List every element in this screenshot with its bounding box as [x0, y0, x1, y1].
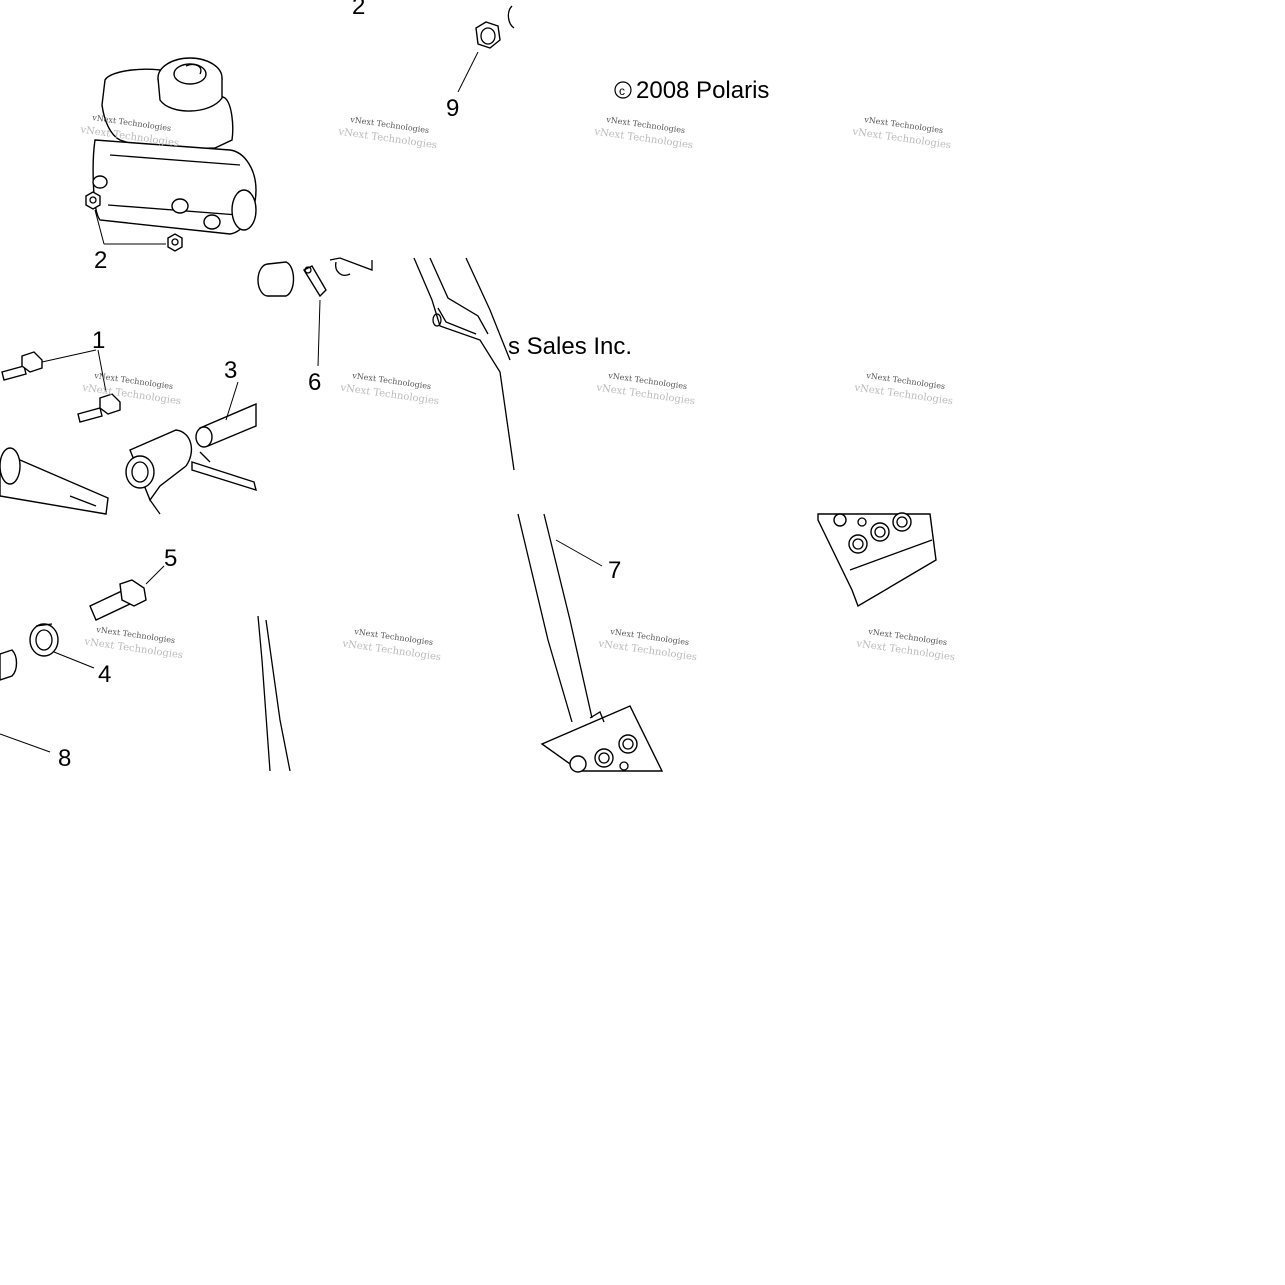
callout-8: 8: [58, 745, 71, 772]
bushing-and-clip: [257, 257, 515, 471]
master-cylinder: [85, 57, 257, 252]
callout-2-bottom: 2: [94, 247, 107, 274]
nut-assembly: [457, 5, 515, 93]
copyright-notice: c 2008 Polaris s Sales Inc.: [508, 77, 769, 360]
pedal-arm-lower: [257, 615, 291, 772]
copyright-icon: [614, 81, 632, 99]
copyright-icon-letter: c: [619, 84, 625, 98]
callout-3: 3: [224, 357, 237, 384]
callout-9: 9: [446, 95, 459, 122]
callout-5: 5: [164, 545, 177, 572]
copyright-text-2: s Sales Inc.: [508, 333, 632, 360]
copyright-text: 2008 Polaris: [636, 77, 769, 104]
pedal-pad: [817, 512, 937, 608]
brake-pedal: [517, 513, 664, 773]
callout-1: 1: [92, 327, 105, 354]
callout-4: 4: [98, 661, 111, 688]
callout-7: 7: [608, 557, 621, 584]
callout-2-top: 2: [352, 0, 365, 20]
bolts-and-pin: [0, 349, 257, 515]
callout-6: 6: [308, 369, 321, 396]
bolt-and-bushing: [0, 565, 165, 753]
